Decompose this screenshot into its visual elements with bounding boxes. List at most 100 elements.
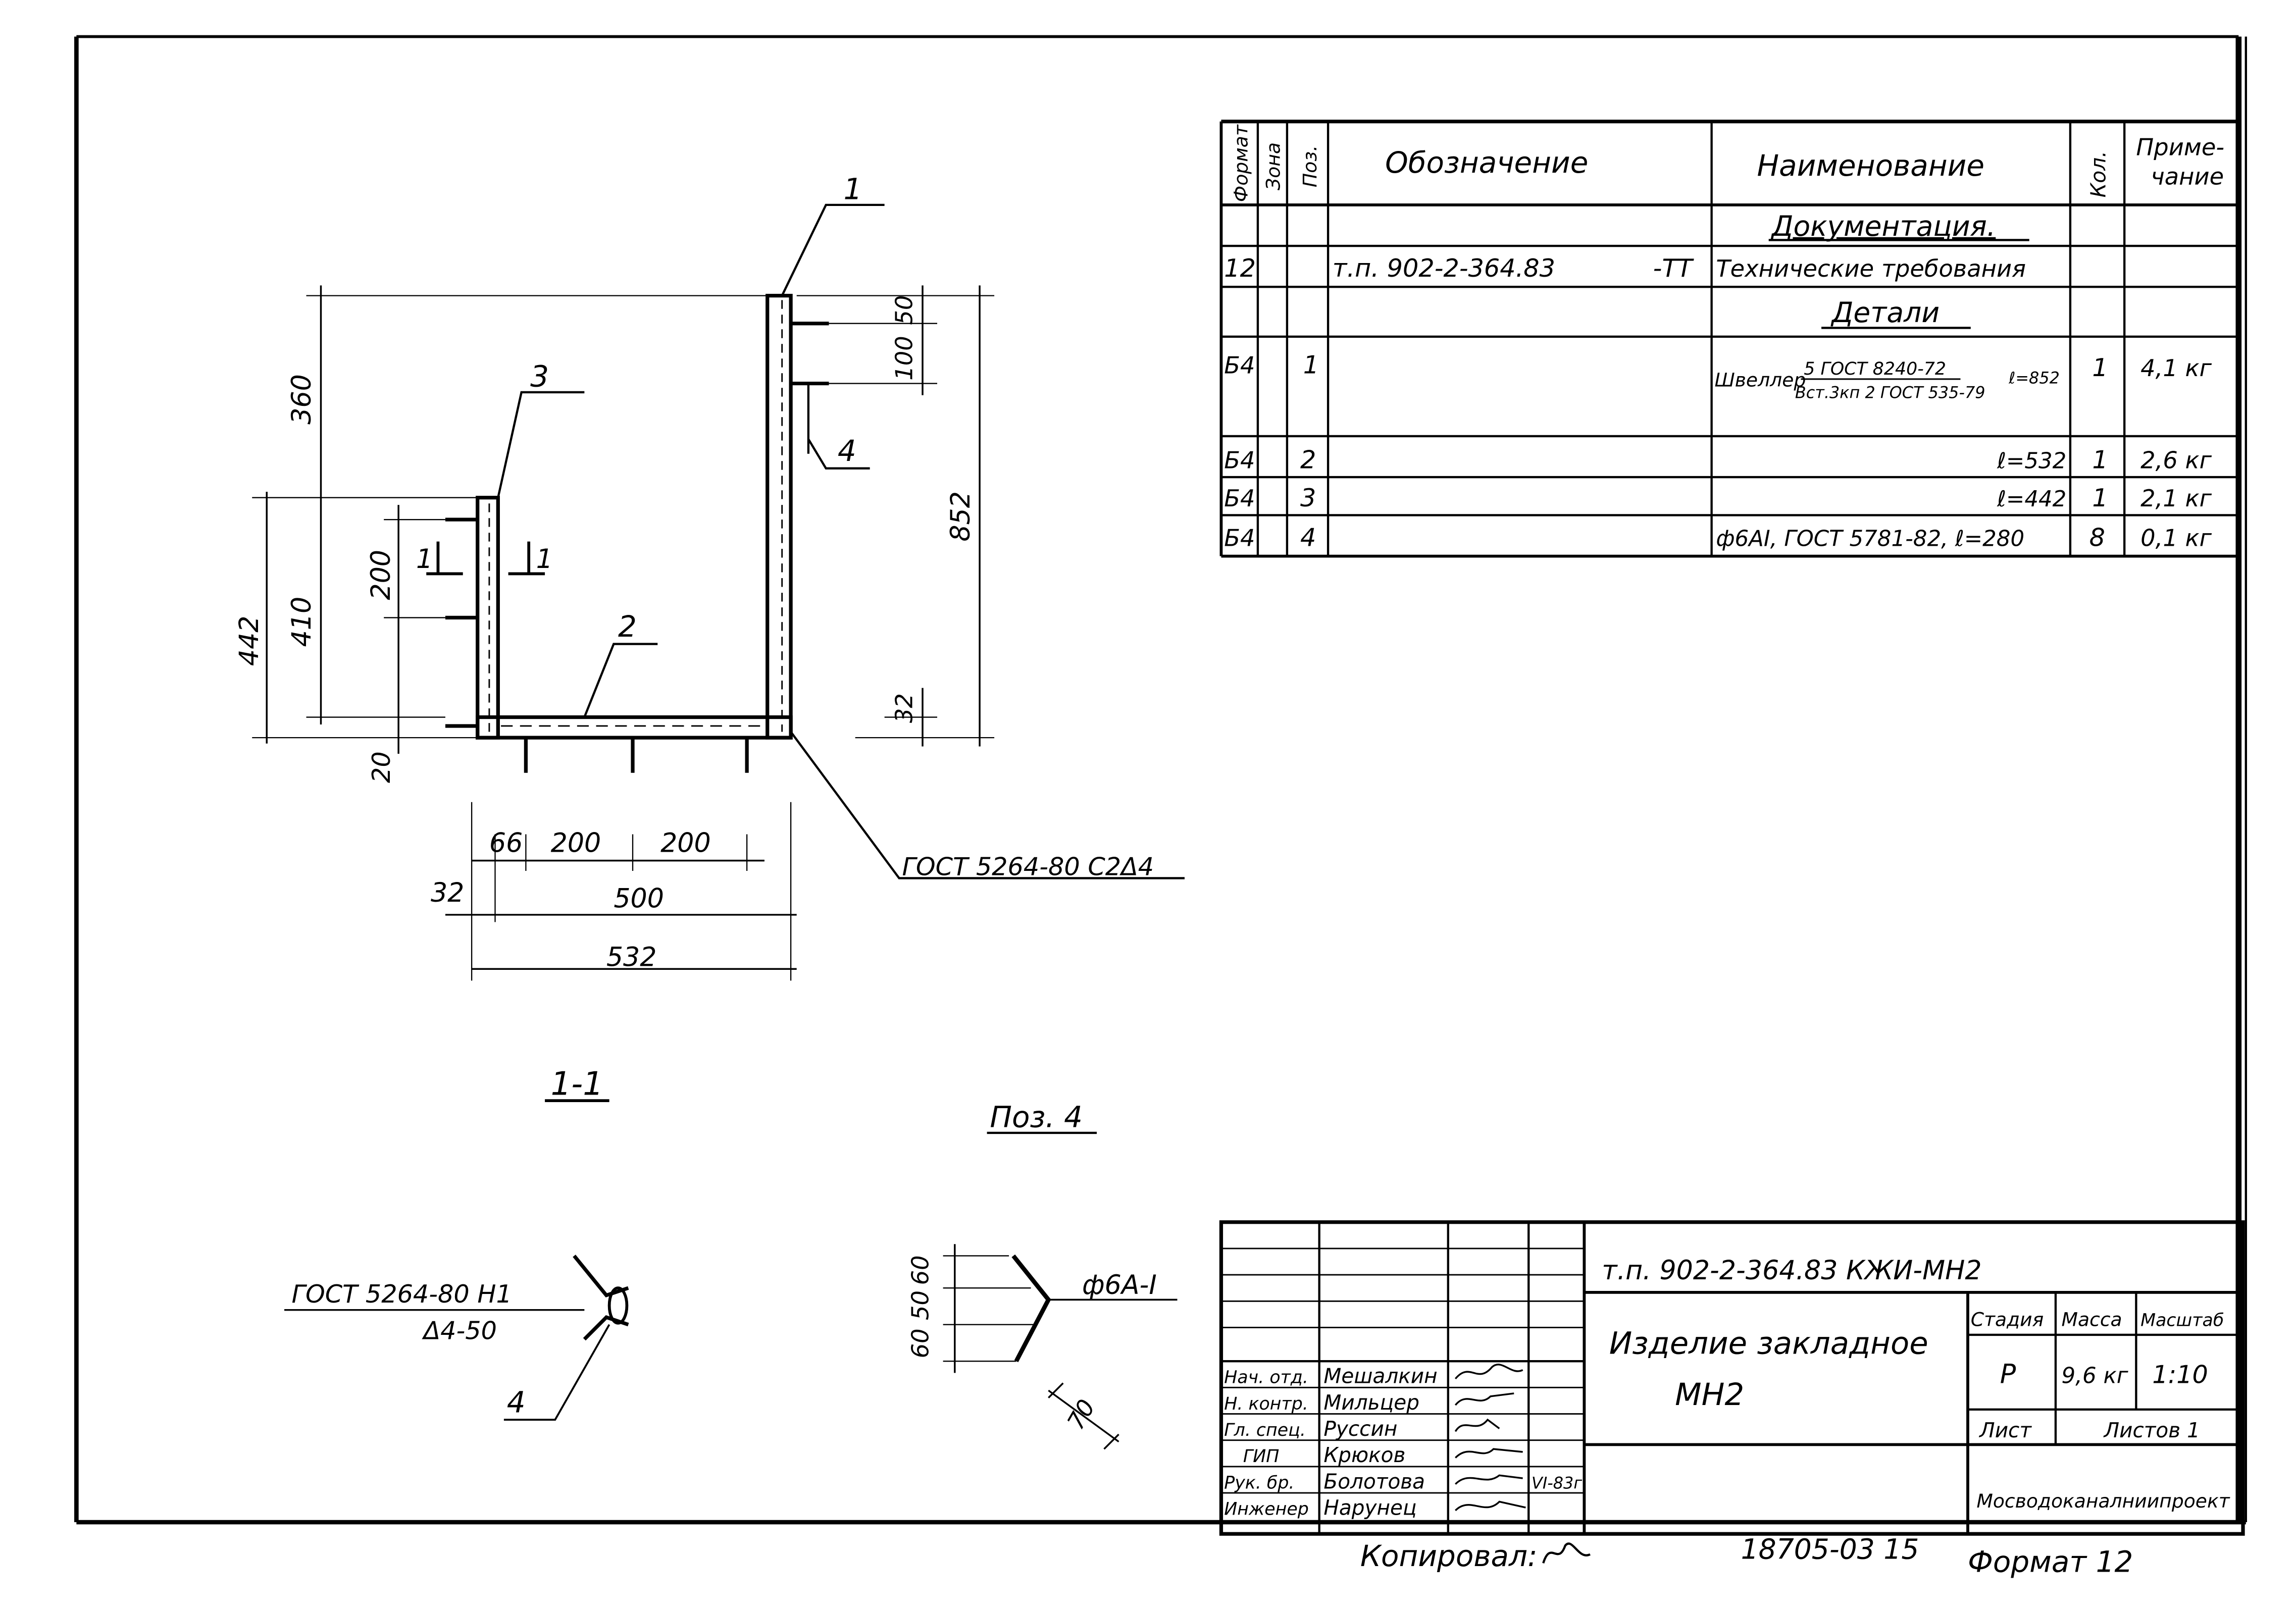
dim-200-b: 200: [660, 828, 711, 858]
staff-role-4: ГИП: [1243, 1446, 1280, 1467]
dim-500: 500: [614, 884, 664, 914]
scale-value: 1:10: [2152, 1360, 2208, 1389]
scale-header: Масштаб: [2140, 1311, 2224, 1331]
row1-length: ℓ=852: [2008, 369, 2060, 388]
weld2-line1: ГОСТ 5264-80 Н1: [292, 1279, 512, 1309]
row2-qty: 1: [2092, 445, 2108, 475]
main-drawing-labels: 1 3 2 4 360 410 442 200 20 100 50 852 32…: [234, 172, 1154, 1134]
row2-format: Б4: [1224, 447, 1255, 474]
section-details: Детали: [1830, 296, 1940, 329]
dim-20: 20: [367, 751, 396, 783]
staff-role-2: Н. контр.: [1224, 1394, 1308, 1414]
sheet-frame: [74, 35, 2247, 1525]
row3-note: 2,1 кг: [2140, 485, 2212, 512]
row1-name-top: 5 ГОСТ 8240-72: [1804, 359, 1946, 379]
pos-label-4: 4: [838, 434, 856, 468]
staff-name-4: Крюков: [1323, 1443, 1405, 1467]
row1-name-bottom: Вст.3кп 2 ГОСТ 535-79: [1795, 383, 1985, 402]
dim-50: 50: [891, 295, 918, 325]
row1-note: 4,1 кг: [2140, 354, 2212, 382]
format-label: Формат 12: [1968, 1545, 2133, 1579]
header-name: Наименование: [1757, 148, 1984, 183]
dim-32: 32: [431, 878, 464, 908]
pos4-dim-60-bottom: 60: [907, 1328, 934, 1358]
row3-name: ℓ=442: [1997, 487, 2066, 512]
doc-row-format: 12: [1224, 253, 1256, 283]
spec-body: Документация. 12 т.п. 902-2-364.83 -ТТ Т…: [1224, 210, 2212, 552]
section-mark-right: 1: [536, 544, 553, 575]
staff-role-5: Рук. бр.: [1224, 1473, 1294, 1493]
header-zone: Зона: [1262, 142, 1284, 190]
staff-role-1: Нач. отд.: [1224, 1368, 1308, 1388]
weld-detail: [284, 1255, 629, 1421]
staff-role-6: Инженер: [1224, 1499, 1309, 1520]
title-block: [1219, 1220, 2245, 1536]
bar-label: ф6А-I: [1082, 1270, 1157, 1301]
weld-note: ГОСТ 5264-80 С2Δ4: [902, 852, 1154, 881]
header-note-1: Приме-: [2136, 133, 2224, 161]
staff-name-2: Мильцер: [1323, 1390, 1419, 1415]
weld-detail-labels: ГОСТ 5264-80 Н1 Δ4-50 4: [292, 1279, 526, 1419]
staff-name-1: Мешалкин: [1323, 1364, 1437, 1388]
main-drawing: [252, 203, 1185, 981]
row4-note: 0,1 кг: [2140, 524, 2212, 551]
specification-table: [1219, 120, 2237, 558]
header-pos: Поз.: [1299, 145, 1321, 187]
stage-header: Стадия: [1971, 1309, 2044, 1331]
dim-442: 442: [234, 615, 265, 666]
pos4-dim-60-top: 60: [907, 1255, 934, 1285]
staff-name-6: Нарунец: [1323, 1496, 1416, 1520]
title-line-1: Изделие закладное: [1609, 1326, 1928, 1362]
dim-532: 532: [606, 942, 657, 972]
spec-header: Формат Зона Поз. Обозначение Наименовани…: [1230, 124, 2224, 202]
dim-200-a: 200: [551, 828, 601, 858]
title-line-2: МН2: [1675, 1377, 1744, 1413]
dim-410: 410: [287, 597, 317, 647]
pos-label-2: 2: [618, 609, 637, 644]
pos4-title: Поз. 4: [990, 1100, 1083, 1134]
header-qty: Кол.: [2086, 151, 2111, 197]
dim-32-right: 32: [891, 693, 918, 723]
row2-name: ℓ=532: [1997, 449, 2066, 474]
mass-value: 9,6 кг: [2062, 1364, 2129, 1389]
row1-qty: 1: [2092, 353, 2108, 382]
doc-row-designation: т.п. 902-2-364.83: [1333, 253, 1555, 283]
header-format: Формат: [1230, 124, 1252, 202]
dim-100: 100: [891, 336, 918, 381]
header-note-2: чание: [2151, 163, 2224, 190]
dim-66: 66: [489, 828, 523, 858]
dim-852: 852: [946, 491, 976, 542]
staff-role-3: Гл. спец.: [1224, 1420, 1306, 1440]
row4-format: Б4: [1224, 524, 1255, 551]
organization: Мосводоканалниипроект: [1976, 1490, 2230, 1512]
copied-signature: [1542, 1542, 1591, 1564]
row3-qty: 1: [2092, 483, 2108, 512]
pos4-dim-50: 50: [907, 1290, 934, 1320]
doc-code: т.п. 902-2-364.83 КЖИ-МН2: [1602, 1256, 1981, 1286]
stage-value: Р: [2000, 1360, 2016, 1390]
copied-label: Копировал:: [1360, 1539, 1538, 1573]
sheets-label: Листов 1: [2103, 1418, 2200, 1442]
title-block-text: т.п. 902-2-364.83 КЖИ-МН2 Изделие заклад…: [1224, 1256, 2230, 1520]
row3-format: Б4: [1224, 485, 1255, 512]
mass-header: Масса: [2062, 1309, 2122, 1331]
section-documentation: Документация.: [1770, 210, 1996, 242]
row1-format: Б4: [1224, 351, 1255, 379]
archive-number: 18705-03 15: [1741, 1533, 1919, 1566]
dim-360: 360: [287, 374, 317, 425]
row2-note: 2,6 кг: [2140, 447, 2212, 474]
footer: Копировал: 18705-03 15 Формат 12: [1360, 1533, 2133, 1579]
sheet-label: Лист: [1978, 1418, 2032, 1442]
dim-200: 200: [366, 550, 396, 600]
staff-name-5: Болотова: [1323, 1469, 1425, 1493]
date-mark: VI-83г.: [1532, 1473, 1587, 1492]
weld2-pos: 4: [507, 1385, 526, 1420]
row3-pos: 3: [1300, 483, 1316, 512]
row1-name-prefix: Швеллер: [1714, 369, 1806, 391]
signatures: [1454, 1364, 1526, 1512]
row2-pos: 2: [1300, 445, 1316, 475]
pos4-detail: [943, 1244, 1178, 1450]
pos-label-3: 3: [530, 359, 549, 393]
row4-qty: 8: [2089, 523, 2105, 552]
